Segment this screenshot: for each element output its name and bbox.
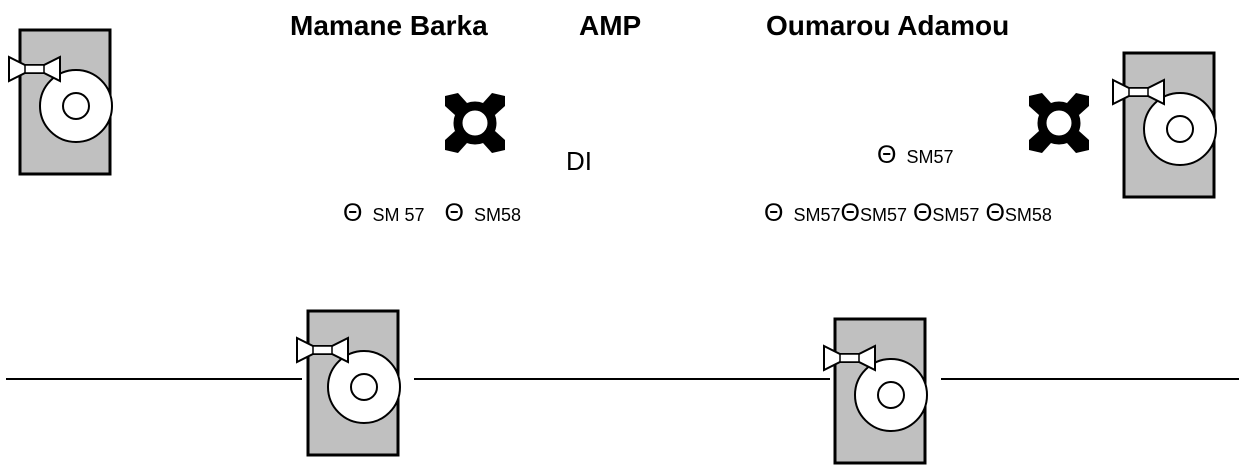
microphone-stand-icon [1029, 93, 1089, 153]
stage-edge-line [414, 378, 830, 380]
mic-icon: Θ [343, 199, 363, 227]
amp-label: AMP [579, 10, 642, 41]
mic-icon: Θ [877, 141, 897, 169]
mic-icon: Θ [985, 199, 1005, 227]
stage-edge-line [6, 378, 302, 380]
mic-icon: Θ [912, 199, 933, 227]
mic-label: Θ SM57 [877, 140, 953, 172]
mic-model: SM57 [793, 205, 841, 225]
mic-model: SM57 [932, 205, 980, 225]
di-box-label: DI [566, 146, 592, 176]
left-mic-row: Θ SM 57 Θ SM58 [343, 198, 521, 230]
mic-icon: Θ [840, 199, 860, 227]
performer-left-name: Mamane Barka [290, 10, 488, 41]
stage-edge-line [941, 378, 1239, 380]
mic-model: SM57 [906, 147, 954, 167]
stage-monitor-icon [1111, 51, 1218, 199]
mic-model: SM57 [859, 205, 907, 225]
performer-right-name: Oumarou Adamou [766, 10, 1010, 41]
mic-model: SM58 [1004, 205, 1052, 225]
mic-model: SM58 [473, 205, 521, 225]
mic-model: SM 57 [372, 205, 425, 225]
microphone-stand-icon [445, 93, 505, 153]
stage-monitor-icon [822, 317, 929, 465]
mic-icon: Θ [444, 199, 464, 227]
mic-icon: Θ [764, 199, 784, 227]
stage-monitor-icon [7, 28, 114, 176]
stage-monitor-icon [295, 309, 402, 457]
